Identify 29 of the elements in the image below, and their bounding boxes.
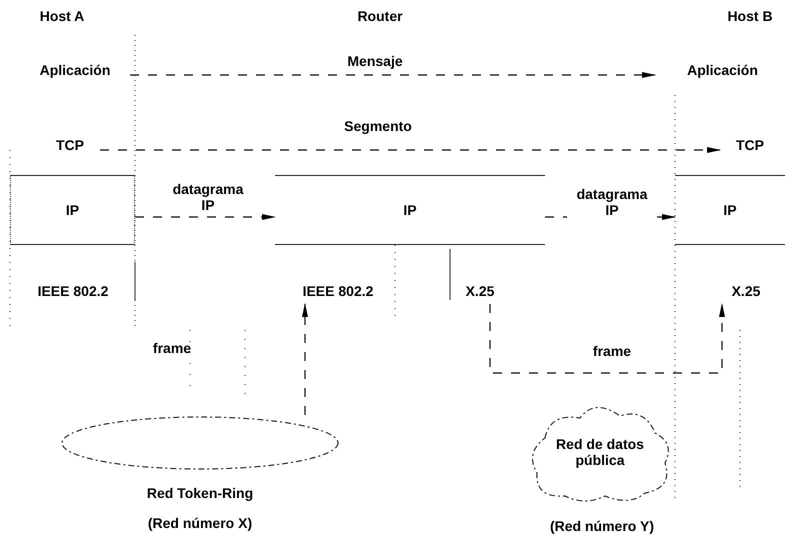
protocol-name: TCP <box>56 137 84 153</box>
host-heading: Host B <box>726 8 774 24</box>
protocol-name: X.25 <box>732 283 760 299</box>
network-caption: (Red número Y) <box>549 518 655 534</box>
arrow <box>302 303 308 415</box>
protocol-layer-box <box>10 175 135 245</box>
network-name: Red de datos pública <box>555 436 645 468</box>
token-ring-network <box>60 415 340 501</box>
protocol-layer-box <box>275 175 545 245</box>
protocol-name: IP <box>66 202 80 218</box>
protocol-name: X.25 <box>466 283 494 299</box>
edge-label: datagrama IP <box>567 186 657 218</box>
protocol-name: IP <box>723 202 737 218</box>
network-caption: (Red número X) <box>146 515 254 531</box>
host-heading: Router <box>356 8 404 24</box>
protocol-layer-box <box>675 175 785 245</box>
frame-label: frame <box>152 340 192 356</box>
arrow <box>100 147 721 153</box>
host-heading: Host A <box>38 8 86 24</box>
arrow <box>135 214 276 220</box>
protocol-name: IP <box>403 202 417 218</box>
arrow <box>130 72 656 78</box>
network-name: Red Token-Ring <box>146 485 254 501</box>
protocol-name: TCP <box>736 137 764 153</box>
protocol-name: Aplicación <box>40 62 110 78</box>
arrow <box>489 303 725 374</box>
protocol-name: IEEE 802.2 <box>38 283 108 299</box>
protocol-name: Aplicación <box>687 62 758 78</box>
protocol-name: IEEE 802.2 <box>302 283 374 299</box>
